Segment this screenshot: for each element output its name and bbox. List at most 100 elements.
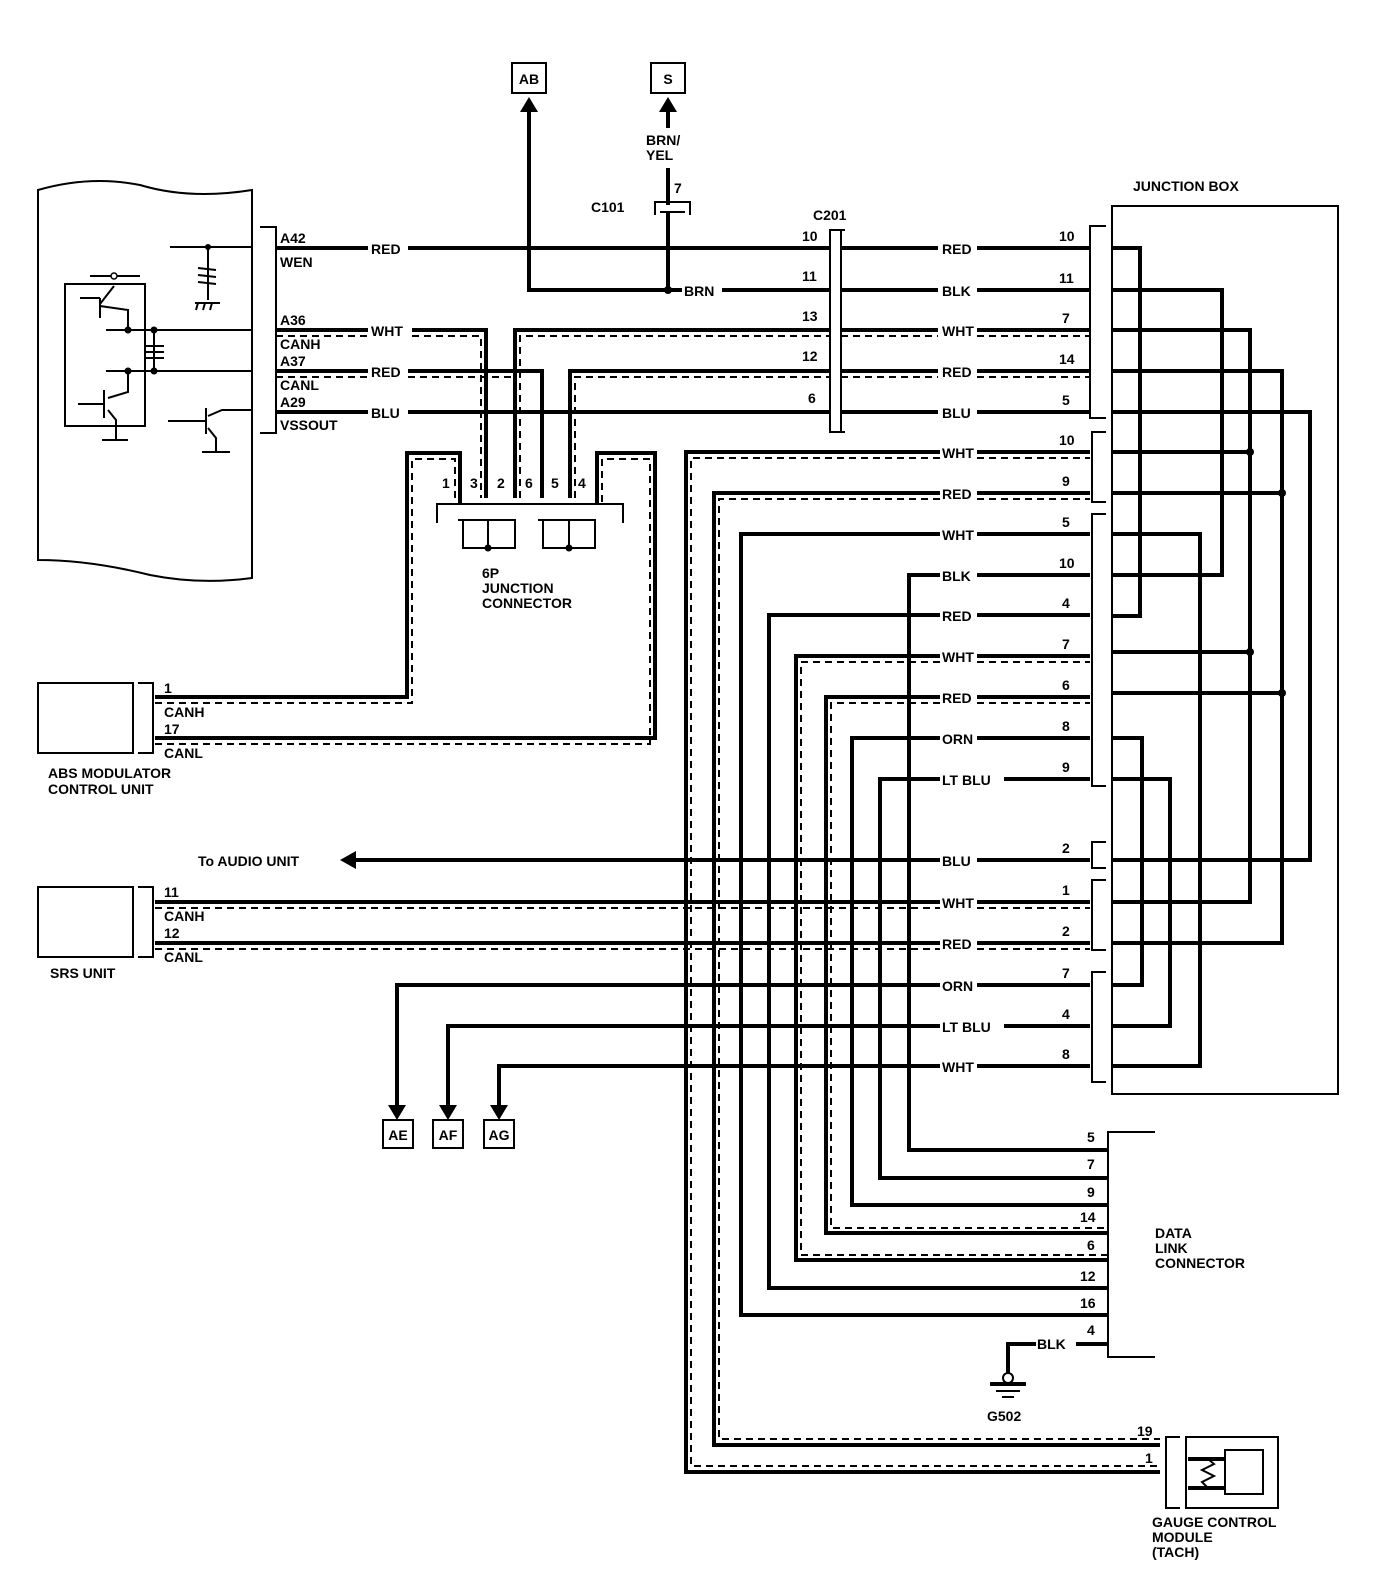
pin-label: 6 [525, 475, 533, 491]
pin-label: 8 [1062, 718, 1070, 734]
ecu-component [37, 180, 277, 582]
pin-label: 1 [442, 475, 450, 491]
wire-color-label: WHT [942, 323, 974, 339]
junction-box-row: ORN 8 [942, 718, 1090, 747]
wire-color-label: YEL [646, 147, 674, 163]
pin-label: 6 [1062, 677, 1070, 693]
wire-color-label: ORN [942, 731, 973, 747]
wire-color-label: BLK [1037, 1336, 1066, 1352]
wire-color-label: ORN [942, 978, 973, 994]
bus-wires-to-dlc [684, 450, 1160, 1474]
junction-box-row: BLU 5 [841, 392, 1090, 421]
arrow-left-icon [340, 851, 356, 869]
pin-label: A42 [280, 230, 306, 246]
junction-box-row: LT BLU 9 [942, 759, 1090, 788]
offpage-connector-ae[interactable]: AE [382, 1119, 414, 1149]
pin-label: 1 [164, 680, 172, 696]
pin-label: 16 [1080, 1295, 1096, 1311]
pin-label: 5 [551, 475, 559, 491]
offpage-connector-s[interactable]: S BRN/ YEL [646, 62, 686, 205]
abs-modulator-unit: 1 CANH 17 CANL ABS MODULATOR CONTROL UNI… [37, 680, 204, 797]
connector-name: C101 [591, 199, 625, 215]
arrow-up-icon [520, 97, 538, 112]
connector-c101: C101 7 BRN [591, 180, 830, 299]
component-title: DATA [1155, 1225, 1192, 1241]
pin-label: 3 [470, 475, 478, 491]
junction-connector-6p: 1 3 2 6 5 4 6P JUNCTION CONNECTOR [436, 475, 624, 611]
wire-color-label: WHT [942, 895, 974, 911]
pin-label: 19 [1137, 1423, 1153, 1439]
pin-label: 14 [1080, 1209, 1096, 1225]
pin-label: 7 [1062, 636, 1070, 652]
offpage-connector-ag[interactable]: AG [483, 1119, 515, 1149]
wire-color-label: LT BLU [942, 1019, 991, 1035]
junction-box-row: RED 2 [942, 923, 1090, 952]
wire-color-label: RED [942, 241, 972, 257]
pin-label: 2 [1062, 923, 1070, 939]
pin-label: 7 [674, 180, 682, 196]
audio-unit-link[interactable]: To AUDIO UNIT [198, 851, 940, 869]
offpage-label: AB [519, 71, 539, 87]
component-title: GAUGE CONTROL [1152, 1514, 1277, 1530]
wire-color-label: RED [942, 936, 972, 952]
wire-color-label: RED [942, 486, 972, 502]
connector-name: C201 [813, 207, 847, 223]
pin-label: 12 [1080, 1268, 1096, 1284]
component-title: LINK [1155, 1240, 1188, 1256]
ground-g502: G502 [987, 1372, 1026, 1424]
arrow-down-icon [490, 1105, 508, 1120]
component-title: CONNECTOR [482, 595, 572, 611]
wire-color-label: BLU [371, 405, 400, 421]
component-title: 6P [482, 565, 499, 581]
pin-label: 7 [1087, 1156, 1095, 1172]
ecu-wires [276, 246, 830, 498]
srs-unit: 11 CANH 12 CANL SRS UNIT [37, 884, 940, 981]
audio-label: To AUDIO UNIT [198, 853, 300, 869]
component-title: JUNCTION [482, 580, 554, 596]
wire-color-label: LT BLU [942, 772, 991, 788]
pin-label: 6 [1087, 1237, 1095, 1253]
offpage-connector-af[interactable]: AF [432, 1119, 464, 1149]
wire-color-label: RED [942, 608, 972, 624]
offpage-label: AE [388, 1127, 407, 1143]
junction-box-wires: RED10BLK11WHT7RED14BLU5WHT10RED9WHT5BLK1… [841, 228, 1090, 1075]
signal-label: WEN [280, 254, 313, 270]
offpage-connector-ab[interactable]: AB [511, 62, 668, 292]
wire-color-label: RED [371, 364, 401, 380]
ground-label: G502 [987, 1408, 1021, 1424]
ground-icon [1002, 1372, 1014, 1384]
signal-label: CANL [164, 949, 203, 965]
component-title: SRS UNIT [50, 965, 116, 981]
ecu-wire-colors: RED WHT RED BLU [371, 241, 403, 421]
wire-color-label: WHT [942, 445, 974, 461]
pin-label: 11 [164, 884, 179, 900]
wire-color-label: BLU [942, 405, 971, 421]
pin-label: 8 [1062, 1046, 1070, 1062]
signal-label: VSSOUT [280, 417, 338, 433]
pin-label: 5 [1062, 392, 1070, 408]
pin-label: 9 [1062, 759, 1070, 775]
pin-label: 9 [1087, 1184, 1095, 1200]
component-title: CONTROL UNIT [48, 781, 154, 797]
abs-can-wires [155, 451, 657, 745]
wire-color-label: RED [371, 241, 401, 257]
pin-label: 4 [1062, 595, 1070, 611]
wire-color-label: BLK [942, 283, 971, 299]
wire-color-label: BRN [684, 283, 714, 299]
offpage-label: AF [439, 1127, 458, 1143]
component-title: CONNECTOR [1155, 1255, 1245, 1271]
c201-left-wires [513, 328, 830, 498]
connector-c201: C201 10 11 13 12 6 [802, 207, 847, 433]
pin-label: 1 [1145, 1450, 1153, 1466]
pin-label: 2 [1062, 840, 1070, 856]
pin-label: 4 [1087, 1322, 1095, 1338]
wire-color-label: BLK [942, 568, 971, 584]
component-title: ABS MODULATOR [48, 765, 171, 781]
